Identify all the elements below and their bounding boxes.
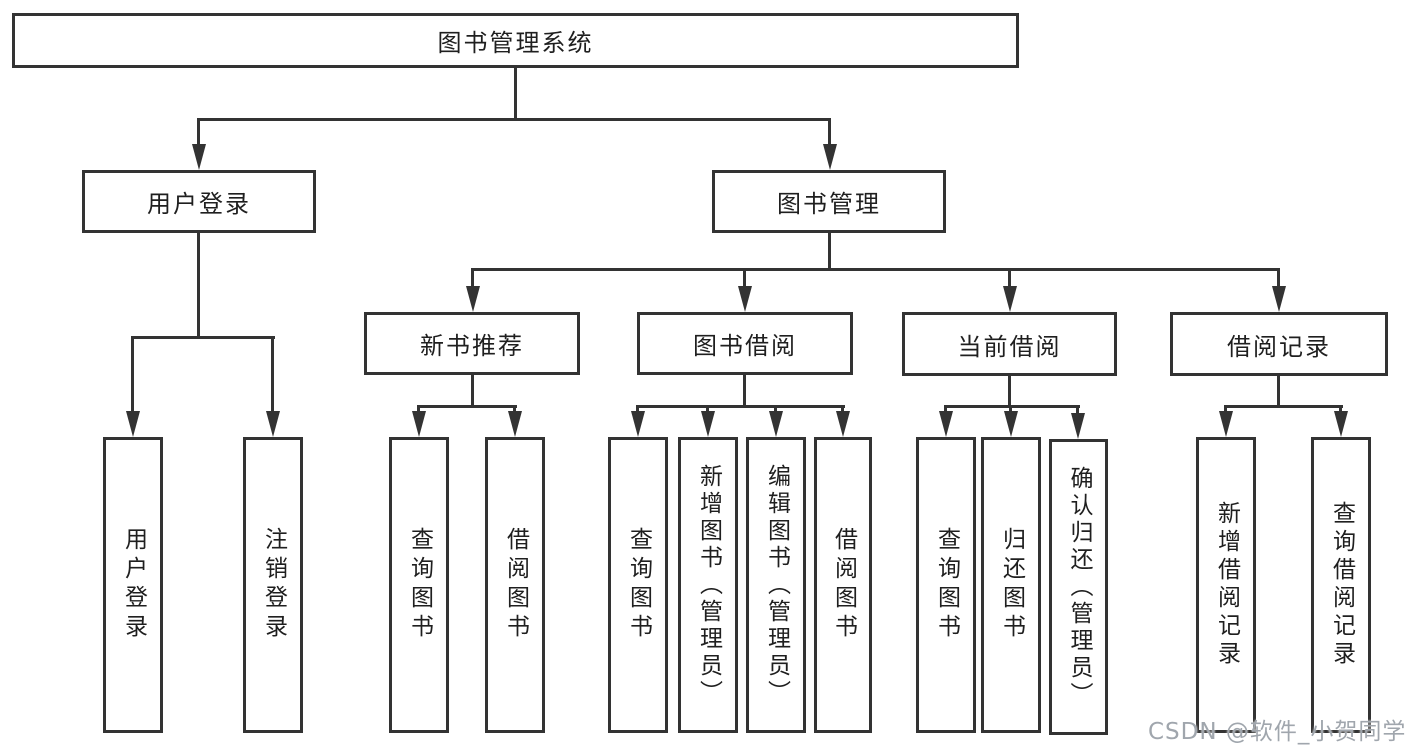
arrow-down-icon <box>823 144 837 170</box>
connector-line <box>1224 405 1227 415</box>
leaf-cb-query-books: 查询图书 <box>916 437 976 733</box>
node-book-borrow: 图书借阅 <box>637 312 853 375</box>
connector-line <box>197 233 200 338</box>
arrow-down-icon <box>939 411 953 437</box>
connector-line <box>706 405 709 415</box>
connector-line <box>197 118 200 148</box>
connector-line <box>1224 405 1343 408</box>
connector-line <box>417 405 517 408</box>
connector-line <box>828 233 831 271</box>
connector-line <box>131 336 275 339</box>
connector-line <box>197 118 831 121</box>
leaf-bb-edit-books-admin: 编辑图书（管理员） <box>746 437 806 733</box>
connector-line <box>1277 268 1280 290</box>
connector-line <box>743 375 746 408</box>
arrow-down-icon <box>126 411 140 437</box>
connector-line <box>828 118 831 148</box>
connector-line <box>471 268 1280 271</box>
leaf-bb-borrow-books: 借阅图书 <box>814 437 872 733</box>
connector-line <box>513 405 516 415</box>
arrow-down-icon <box>1004 411 1018 437</box>
connector-line <box>1009 405 1012 415</box>
arrow-down-icon <box>508 411 522 437</box>
arrow-down-icon <box>738 286 752 312</box>
leaf-bb-add-books-admin: 新增图书（管理员） <box>678 437 738 733</box>
connector-line <box>514 68 517 120</box>
arrow-down-icon <box>1071 413 1085 439</box>
arrow-down-icon <box>631 411 645 437</box>
connector-line <box>417 405 420 415</box>
arrow-down-icon <box>192 144 206 170</box>
connector-line <box>944 405 947 415</box>
connector-line <box>841 405 844 415</box>
node-user-login: 用户登录 <box>82 170 316 233</box>
connector-line <box>471 268 474 290</box>
connector-line <box>271 336 274 416</box>
connector-line <box>1339 405 1342 415</box>
connector-line <box>471 375 474 408</box>
csdn-watermark: CSDN @软件_小贺同学 <box>1148 719 1405 745</box>
arrow-down-icon <box>1003 286 1017 312</box>
leaf-logout: 注销登录 <box>243 437 303 733</box>
arrow-down-icon <box>1334 411 1348 437</box>
connector-line <box>774 405 777 415</box>
leaf-bb-query-books: 查询图书 <box>608 437 668 733</box>
connector-line <box>1076 405 1079 417</box>
arrow-down-icon <box>1219 411 1233 437</box>
connector-line <box>743 268 746 290</box>
arrow-down-icon <box>1272 286 1286 312</box>
connector-line <box>636 405 639 415</box>
arrow-down-icon <box>412 411 426 437</box>
arrow-down-icon <box>701 411 715 437</box>
arrow-down-icon <box>769 411 783 437</box>
node-borrow-record: 借阅记录 <box>1170 312 1388 376</box>
arrow-down-icon <box>836 411 850 437</box>
leaf-nbr-borrow-books: 借阅图书 <box>485 437 545 733</box>
node-new-book-recommend: 新书推荐 <box>364 312 580 375</box>
arrow-down-icon <box>466 286 480 312</box>
connector-line <box>636 405 845 408</box>
leaf-cb-return-books: 归还图书 <box>981 437 1041 733</box>
node-root: 图书管理系统 <box>12 13 1019 68</box>
node-book-management: 图书管理 <box>712 170 946 233</box>
connector-line <box>1277 376 1280 408</box>
leaf-br-add-record: 新增借阅记录 <box>1196 437 1256 733</box>
leaf-br-query-record: 查询借阅记录 <box>1311 437 1371 733</box>
connector-line <box>1008 376 1011 408</box>
arrow-down-icon <box>266 411 280 437</box>
node-current-borrow: 当前借阅 <box>902 312 1117 376</box>
connector-line <box>1008 268 1011 290</box>
connector-line <box>944 405 1080 408</box>
leaf-user-login: 用户登录 <box>103 437 163 733</box>
connector-line <box>131 336 134 416</box>
leaf-cb-confirm-return-admin: 确认归还（管理员） <box>1049 439 1108 735</box>
leaf-nbr-query-books: 查询图书 <box>389 437 449 733</box>
